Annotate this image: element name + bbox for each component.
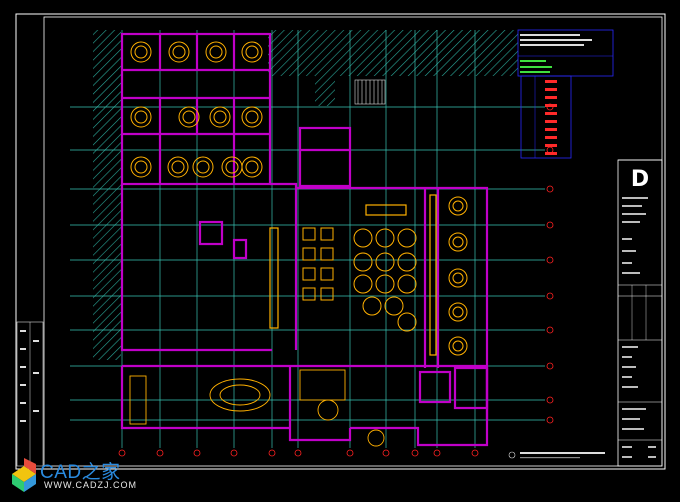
left-binding-strip (16, 321, 44, 467)
watermark-url[interactable]: WWW.CADZJ.COM (44, 480, 137, 490)
sheet-outer-frame (15, 13, 666, 470)
legend-table (517, 29, 614, 159)
furniture-hall-round-tables (353, 228, 417, 332)
furniture-hall-square-tables (302, 227, 334, 301)
firm-logo-letter: D (630, 167, 650, 192)
stair (354, 79, 386, 105)
window-and-column-accents (269, 194, 437, 356)
firm-logo: D (625, 168, 655, 192)
structural-grid (70, 30, 545, 448)
walls (120, 32, 489, 447)
furniture-east-room-tables (448, 196, 468, 356)
sheet-inner-frame (43, 16, 663, 467)
furniture-private-rooms (130, 41, 263, 178)
cad-site-logo-icon (12, 458, 36, 492)
plan-caption-lines (508, 451, 605, 459)
title-block (617, 159, 663, 467)
watermark-site-name: CAD之家 (40, 462, 121, 483)
furniture-lobby (129, 369, 385, 447)
